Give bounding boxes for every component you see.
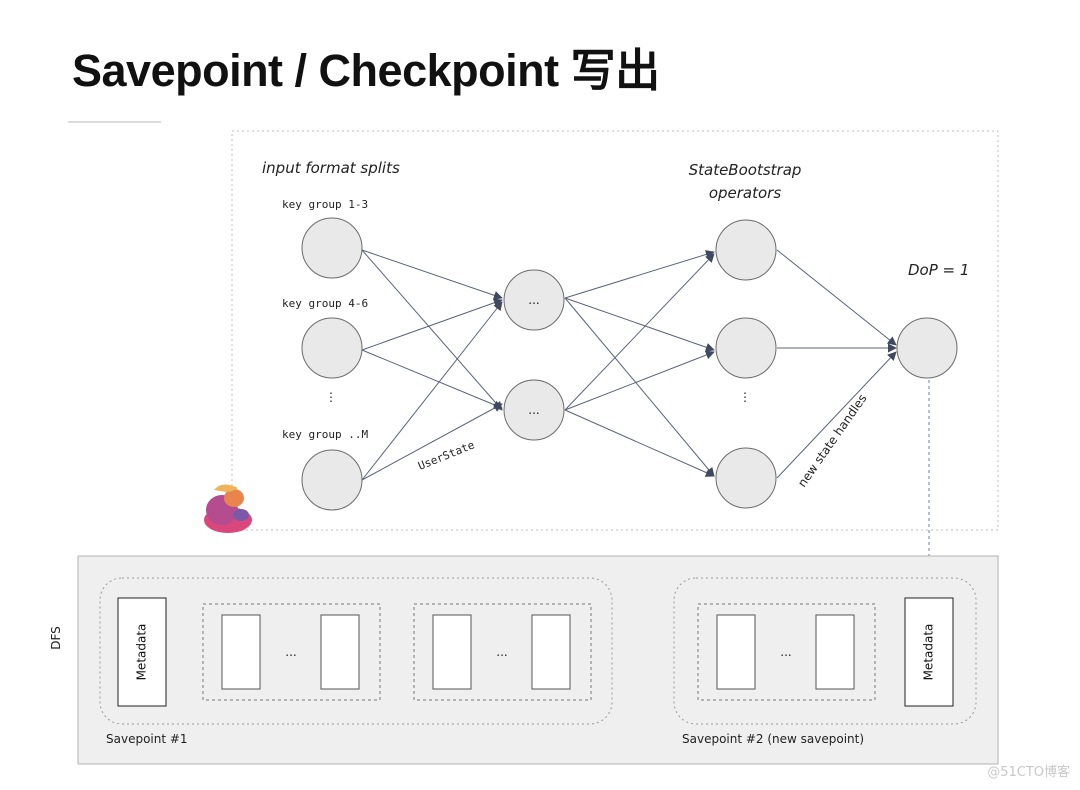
metadata-label: Metadata [135, 624, 149, 681]
files-ellipsis: ... [285, 645, 296, 659]
edge [361, 349, 503, 410]
files-ellipsis: ... [496, 645, 507, 659]
slide-title: Savepoint / Checkpoint 写出 [72, 45, 660, 96]
state-file [221, 614, 261, 690]
input-format-label: input format splits [262, 159, 400, 177]
title-underline [68, 121, 161, 123]
job-graph-frame [231, 130, 999, 531]
bootstrap-operators-label: operators [709, 184, 782, 202]
bootstrap-operator-node [715, 447, 777, 509]
metadata-file [117, 597, 167, 707]
watermark: @51CTO博客 [987, 765, 1070, 780]
state-file [716, 614, 756, 690]
map-node [503, 269, 565, 331]
map-node [503, 379, 565, 441]
flink-logo-icon [204, 484, 252, 533]
bootstrap-operators-label: StateBootstrap [689, 161, 802, 179]
edge [361, 249, 503, 411]
metadata-label: Metadata [922, 624, 936, 681]
sink-node [896, 317, 958, 379]
vertical-ellipsis: ⋮ [739, 390, 751, 404]
userstate-label: UserState [416, 438, 476, 472]
edge [564, 350, 715, 411]
state-file [531, 614, 571, 690]
edge [361, 403, 503, 481]
source-node [301, 217, 363, 279]
edge [361, 249, 503, 300]
state-file [815, 614, 855, 690]
edge [564, 253, 715, 411]
bootstrap-operator-node [715, 219, 777, 281]
node-ellipsis: ... [528, 293, 539, 307]
edges [361, 249, 897, 481]
state-files-group [697, 603, 876, 701]
key-group-label: key group 4-6 [282, 297, 368, 310]
key-group-label: key group ..M [282, 428, 368, 441]
node-ellipsis: ... [528, 403, 539, 417]
state-file [320, 614, 360, 690]
state-file [432, 614, 472, 690]
savepoint-2-label: Savepoint #2 (new savepoint) [682, 732, 864, 746]
source-node [301, 449, 363, 511]
bootstrap-operator-node [715, 317, 777, 379]
new-state-handles-label: new state handles [795, 392, 870, 490]
edge [361, 298, 503, 351]
vertical-ellipsis: ⋮ [325, 390, 337, 404]
dop-label: DoP = 1 [908, 261, 969, 279]
metadata-file [904, 597, 954, 707]
state-files-group [413, 603, 592, 701]
files-ellipsis: ... [780, 645, 791, 659]
key-group-label: key group 1-3 [282, 198, 368, 211]
edge [564, 297, 715, 477]
edge [776, 249, 897, 346]
source-node [301, 317, 363, 379]
edge [564, 409, 715, 477]
edge [776, 351, 897, 479]
dfs-label: DFS [49, 626, 63, 650]
edge [564, 250, 715, 299]
edge [361, 301, 503, 481]
savepoint-1-label: Savepoint #1 [106, 732, 188, 746]
edge [564, 297, 715, 352]
state-files-group [202, 603, 381, 701]
